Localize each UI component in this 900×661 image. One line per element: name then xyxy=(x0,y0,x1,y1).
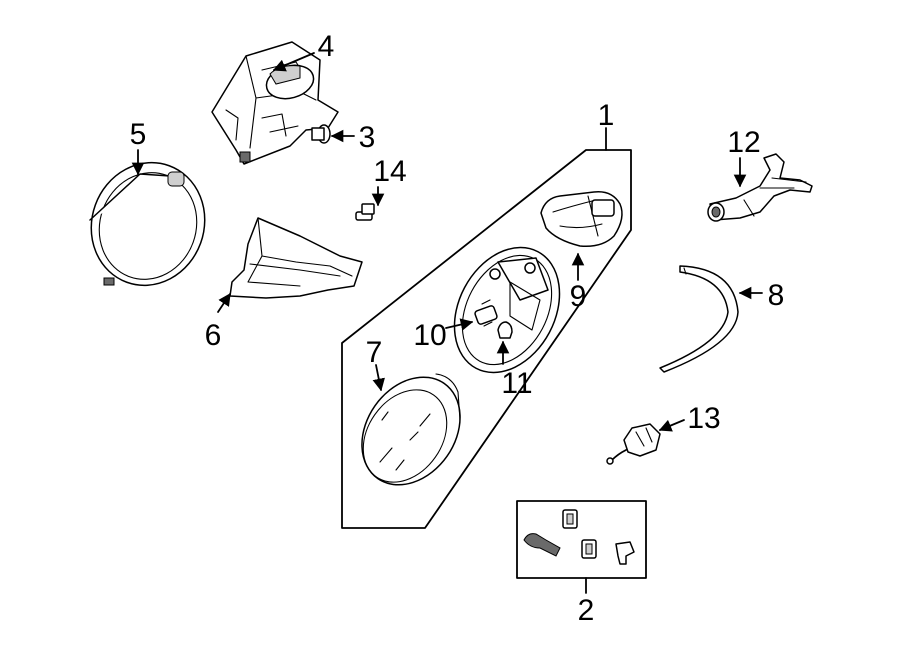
clip-kit-box xyxy=(516,500,647,579)
headlamp-assembly-group: 1 xyxy=(341,99,632,529)
part-12-socket-harness[interactable]: 12 xyxy=(707,126,813,222)
callout-3[interactable]: 3 xyxy=(359,121,376,154)
part-9-housing-cap[interactable]: 9 xyxy=(540,191,623,313)
callout-6[interactable]: 6 xyxy=(205,319,222,352)
callout-4[interactable]: 4 xyxy=(318,30,335,63)
part-13-marker-socket[interactable]: 13 xyxy=(606,402,721,465)
leader-10 xyxy=(445,318,474,331)
callout-1[interactable]: 1 xyxy=(598,99,615,132)
part-8-trim-strip[interactable]: 8 xyxy=(659,265,785,373)
part-6-lower-shield[interactable]: 6 xyxy=(205,217,363,352)
part-3-adjuster[interactable]: 3 xyxy=(311,121,376,154)
callout-2[interactable]: 2 xyxy=(578,594,595,627)
part-7-lens[interactable]: 7 xyxy=(342,336,481,504)
leader-7 xyxy=(372,364,385,392)
headlamp-housing[interactable] xyxy=(434,229,581,391)
leader-6 xyxy=(217,292,231,313)
callout-8[interactable]: 8 xyxy=(768,279,785,312)
callout-5[interactable]: 5 xyxy=(130,118,147,151)
leader-4 xyxy=(272,52,315,72)
callout-7[interactable]: 7 xyxy=(366,336,383,369)
callout-9[interactable]: 9 xyxy=(570,280,587,313)
callout-11[interactable]: 11 xyxy=(501,367,532,400)
part-5-bezel-ring[interactable]: 5 xyxy=(74,118,222,301)
part-2-clip-kit[interactable]: 2 xyxy=(516,500,647,627)
leader-13 xyxy=(658,419,685,432)
callout-14[interactable]: 14 xyxy=(373,155,406,188)
callout-12[interactable]: 12 xyxy=(727,126,760,159)
callout-10[interactable]: 10 xyxy=(413,319,446,352)
callout-13[interactable]: 13 xyxy=(687,402,720,435)
part-11-side-marker-bulb[interactable]: 11 xyxy=(496,321,533,400)
part-4-bracket[interactable]: 4 xyxy=(211,30,339,165)
part-14-screw[interactable]: 14 xyxy=(355,155,407,221)
part-10-headlamp-bulb[interactable]: 10 xyxy=(413,299,498,352)
assembly-outline xyxy=(341,149,632,529)
